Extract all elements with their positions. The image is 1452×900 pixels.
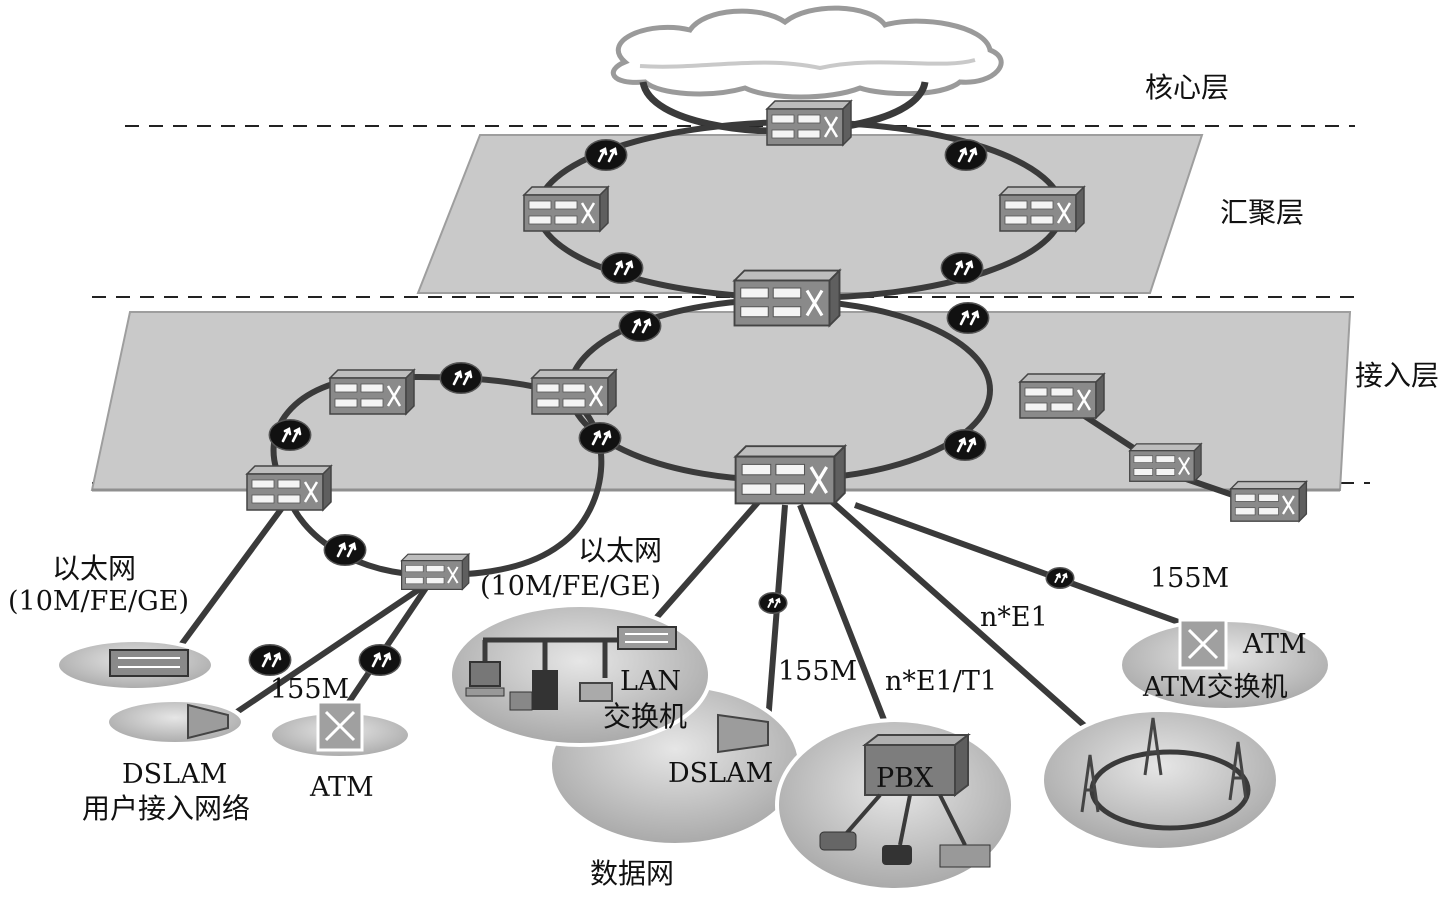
link-mobile	[828, 497, 1097, 738]
rate-155m-left: 155M	[270, 674, 349, 705]
lan-switch-label-1: LAN	[620, 666, 681, 697]
router-icon	[758, 592, 788, 614]
phone-icon	[882, 845, 912, 865]
dslam-mid-icon	[717, 713, 769, 754]
switch-icon	[522, 185, 610, 233]
router-icon	[600, 251, 644, 285]
disc-mobile	[1040, 708, 1280, 852]
switch-icon	[400, 552, 471, 591]
pbx-box-icon	[862, 732, 971, 798]
router-icon	[248, 643, 292, 677]
atm-switch-icon	[1178, 618, 1228, 670]
switch-icon	[328, 368, 416, 416]
ne1t1-label: n*E1/T1	[885, 666, 997, 697]
router-icon	[1045, 567, 1075, 589]
switch-icon	[1128, 442, 1203, 483]
fax-icon	[939, 844, 991, 868]
pbx-lines	[843, 793, 967, 846]
atm-left-label: ATM	[309, 772, 374, 803]
router-icon	[618, 309, 662, 343]
layer-label-aggregation: 汇聚层	[1220, 196, 1304, 229]
router-icon	[943, 428, 987, 462]
router-icon	[946, 301, 990, 335]
switch-icon	[1018, 372, 1106, 420]
router-icon	[584, 138, 628, 172]
router-icon	[358, 643, 402, 677]
layer-label-access: 接入层	[1355, 359, 1439, 392]
router-icon	[940, 251, 984, 285]
switch-icon	[998, 185, 1086, 233]
workstation-icon	[509, 670, 558, 711]
link-atm-switch	[853, 502, 1197, 631]
link-ethernet-left	[167, 506, 285, 662]
lan-switch-icon	[617, 626, 677, 650]
printer-icon	[579, 682, 613, 702]
rate-155m-right: 155M	[1150, 563, 1229, 594]
router-icon	[323, 533, 367, 567]
ethernet-left-label: 以太网	[52, 552, 136, 585]
dslam-left-label: DSLAM	[122, 759, 227, 790]
switch-icon	[765, 99, 853, 147]
endpoint-discs	[55, 603, 1332, 892]
ne1-label: n*E1	[980, 602, 1048, 633]
cloud-icon	[611, 5, 1004, 100]
antenna-tower-icon	[1080, 717, 1248, 813]
dslam-mid-label: DSLAM	[668, 758, 773, 789]
router-icon	[578, 421, 622, 455]
switch-icon	[1229, 479, 1309, 523]
ethernet-switch-icon	[109, 649, 189, 677]
router-icon	[944, 138, 988, 172]
data-net-label: 数据网	[590, 857, 674, 890]
router-icon	[268, 418, 312, 452]
router-group	[248, 138, 1075, 677]
ethernet-mid-rate: (10M/FE/GE)	[480, 571, 661, 602]
link-dslam-left	[223, 579, 432, 723]
router-icon	[439, 361, 483, 395]
rate-155m-mid: 155M	[778, 656, 857, 687]
link-lan-switch	[647, 498, 763, 627]
lan-terminals	[482, 637, 618, 678]
phone-icon	[819, 831, 857, 851]
switch-icon	[530, 368, 618, 416]
lan-switch-label-2: 交换机	[603, 700, 687, 733]
user-access-net-label: 用户接入网络	[82, 792, 250, 825]
ethernet-left-rate: (10M/FE/GE)	[8, 586, 189, 617]
switch-icon	[245, 464, 333, 512]
atm-right-label: ATM	[1242, 629, 1307, 660]
ethernet-mid-label: 以太网	[578, 534, 662, 567]
link-pbx	[797, 503, 898, 750]
switch-icon	[732, 268, 842, 328]
switch-group	[245, 99, 1309, 591]
computer-icon	[465, 661, 505, 697]
switch-icon	[733, 443, 848, 506]
dslam-left-icon	[187, 703, 229, 740]
atm-left-icon	[316, 700, 364, 752]
atm-switch-label: ATM交换机	[1142, 672, 1288, 703]
pbx-label: PBX	[876, 763, 934, 794]
layer-label-core: 核心层	[1145, 71, 1229, 104]
